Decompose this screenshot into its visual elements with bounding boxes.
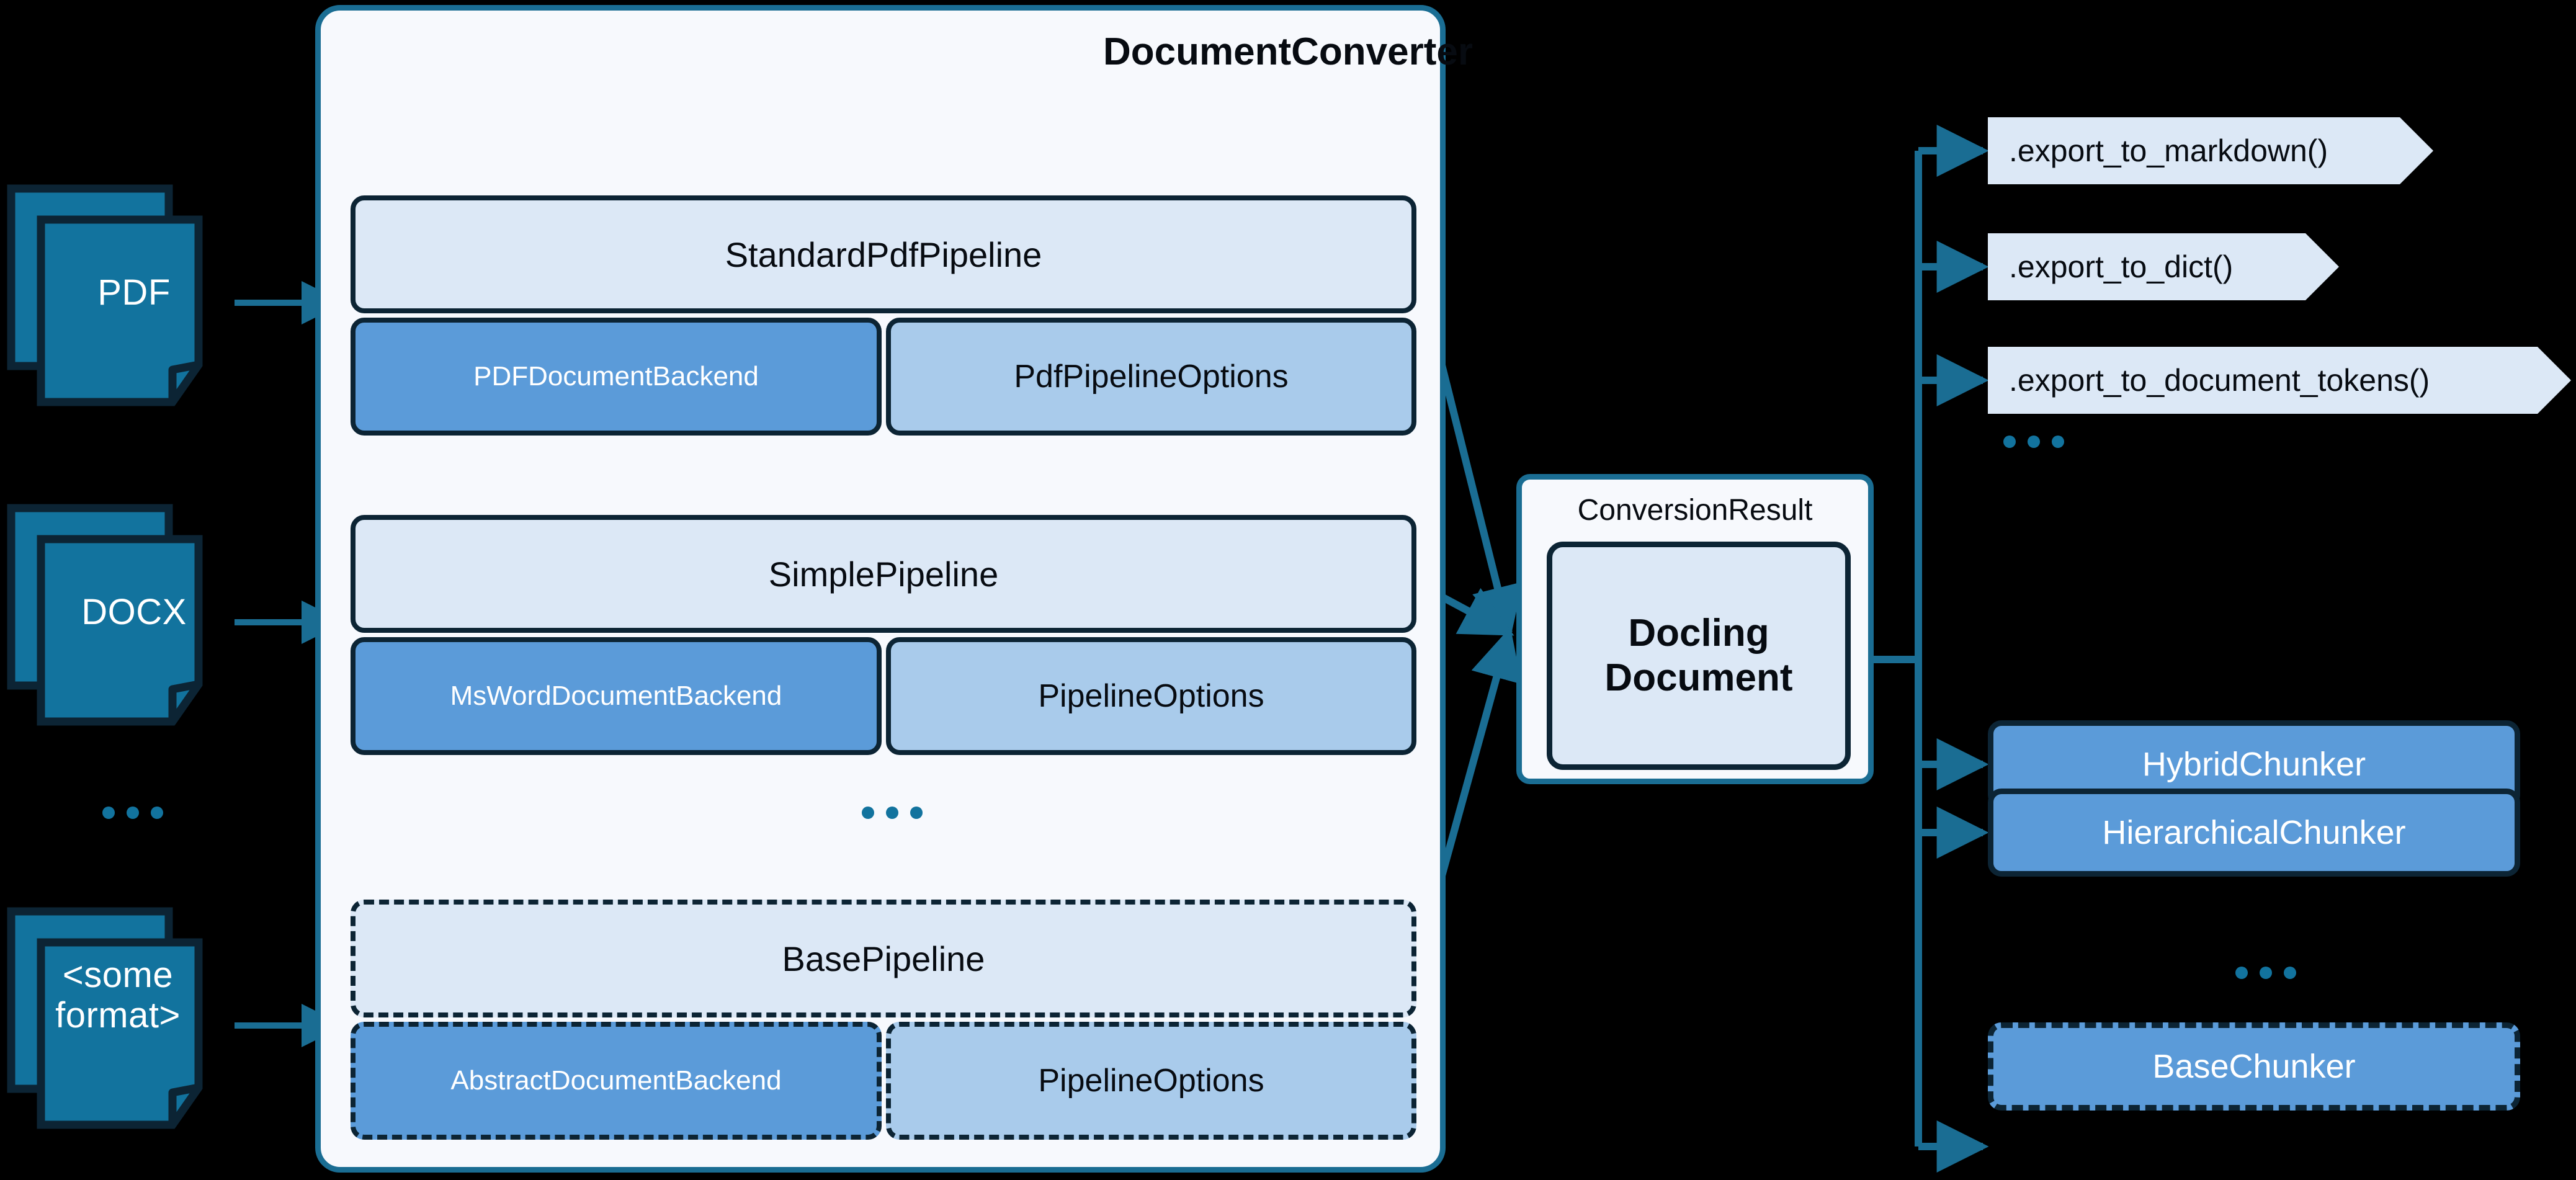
source-label-docx: DOCX	[81, 592, 187, 632]
pipeline-row-standard-pdf: PDFDocumentBackend PdfPipelineOptions	[351, 318, 1416, 436]
dot-2	[886, 807, 898, 819]
pipeline-row-base: AbstractDocumentBackend PipelineOptions	[351, 1022, 1416, 1140]
dot-3	[151, 807, 163, 819]
pipeline-ellipsis	[862, 807, 923, 819]
dot-1	[862, 807, 874, 819]
source-ellipsis	[102, 807, 163, 819]
pipeline-head-simple[interactable]: SimplePipeline	[351, 515, 1416, 633]
document-converter-title: DocumentConverter	[1103, 30, 1473, 73]
dot-3	[2052, 436, 2064, 448]
dot-2	[2260, 967, 2272, 979]
export-arrow-document-tokens[interactable]: .export_to_document_tokens()	[1988, 347, 2571, 414]
pipeline-group-base[interactable]: BasePipeline AbstractDocumentBackend Pip…	[351, 900, 1416, 1140]
conversion-result-panel: ConversionResult Docling Document	[1516, 474, 1874, 784]
pipeline-group-simple[interactable]: SimplePipeline MsWordDocumentBackend Pip…	[351, 515, 1416, 755]
dot-1	[2235, 967, 2248, 979]
dot-1	[102, 807, 115, 819]
pipeline-options-base[interactable]: PipelineOptions	[886, 1022, 1416, 1140]
pipeline-row-simple: MsWordDocumentBackend PipelineOptions	[351, 637, 1416, 755]
pipeline-backend-msword[interactable]: MsWordDocumentBackend	[351, 637, 882, 755]
chunker-ellipsis	[2235, 967, 2296, 979]
export-arrow-dict[interactable]: .export_to_dict()	[1988, 233, 2339, 300]
pipeline-backend-pdf[interactable]: PDFDocumentBackend	[351, 318, 882, 436]
source-icon-pdf	[6, 160, 236, 408]
dot-2	[2028, 436, 2040, 448]
dot-2	[127, 807, 139, 819]
source-label-other-format: <some format>	[55, 955, 181, 1035]
docling-document-box[interactable]: Docling Document	[1547, 542, 1851, 770]
source-icon-other-format	[6, 883, 236, 1131]
dot-1	[2003, 436, 2016, 448]
dot-3	[910, 807, 923, 819]
export-arrow-markdown[interactable]: .export_to_markdown()	[1988, 117, 2433, 184]
export-ellipsis	[2003, 436, 2064, 448]
source-label-pdf: PDF	[97, 272, 171, 313]
pipeline-head-base[interactable]: BasePipeline	[351, 900, 1416, 1017]
chunker-hierarchical[interactable]: HierarchicalChunker	[1988, 789, 2520, 877]
pipeline-head-standard-pdf[interactable]: StandardPdfPipeline	[351, 195, 1416, 313]
pipeline-options-simple[interactable]: PipelineOptions	[886, 637, 1416, 755]
dot-3	[2284, 967, 2296, 979]
pipeline-options-pdf[interactable]: PdfPipelineOptions	[886, 318, 1416, 436]
conversion-result-label: ConversionResult	[1577, 494, 1813, 527]
chunker-base[interactable]: BaseChunker	[1988, 1022, 2520, 1111]
pipeline-group-standard-pdf[interactable]: StandardPdfPipeline PDFDocumentBackend P…	[351, 195, 1416, 436]
source-icon-docx	[6, 480, 236, 728]
pipeline-backend-abstract[interactable]: AbstractDocumentBackend	[351, 1022, 882, 1140]
